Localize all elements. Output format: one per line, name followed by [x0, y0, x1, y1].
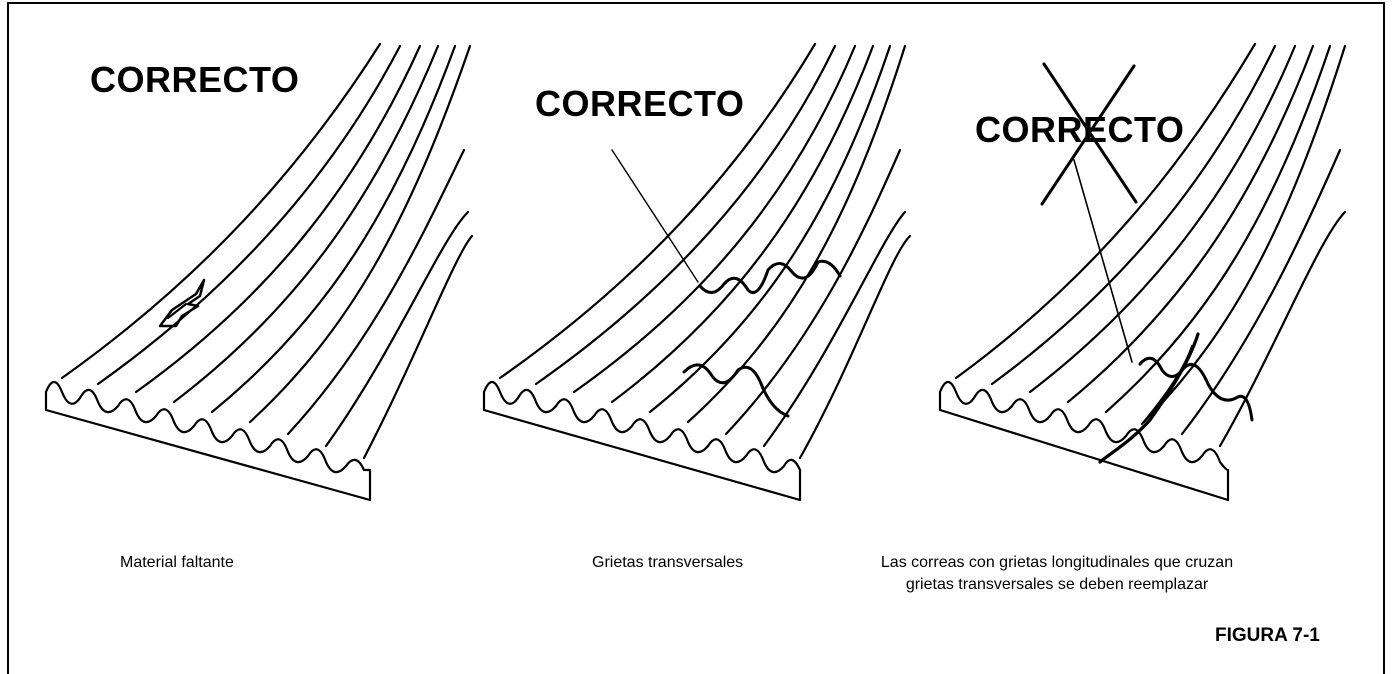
figure-frame [7, 2, 1385, 674]
panel-3-caption-line-1: Las correas con grietas longitudinales q… [880, 554, 1234, 571]
panel-1-title: CORRECTO [90, 59, 300, 100]
figure-label: FIGURA 7-1 [1215, 625, 1320, 646]
belt-3 [938, 42, 1347, 502]
panel-1-caption: Material faltante [120, 554, 234, 571]
belt-2 [482, 42, 912, 502]
belt-1 [44, 42, 474, 502]
panel-3-caption: Las correas con grietas longitudinales q… [838, 552, 1276, 596]
panel-2-caption: Grietas transversales [592, 554, 744, 571]
panel-3-caption-line-2: grietas transversales se deben reemplaza… [905, 576, 1209, 593]
cross-out-mark [1040, 62, 1138, 206]
panel-2-title: CORRECTO [535, 83, 745, 124]
